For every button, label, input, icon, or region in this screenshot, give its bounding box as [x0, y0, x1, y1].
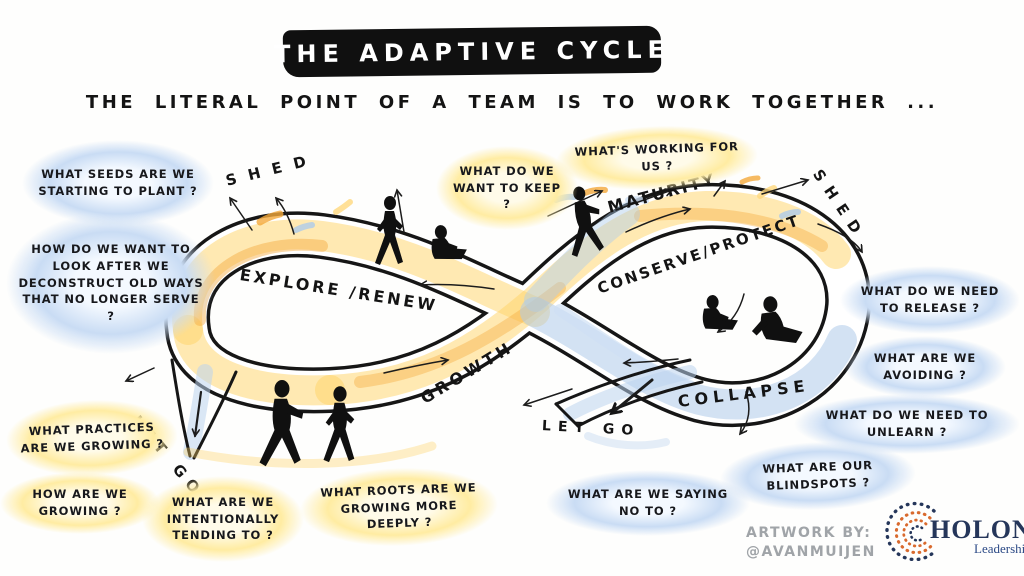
- logo-tagline: Leadership: [974, 541, 1024, 556]
- holon-dotted-arc-icon: [885, 501, 938, 562]
- logo-brand: HOLON: [930, 515, 1024, 544]
- question-text: WHAT DO WE WANT TO KEEP ?: [452, 163, 562, 212]
- question-bubble-release: WHAT DO WE NEED TO RELEASE ?: [840, 266, 1020, 334]
- question-text: WHAT ARE WE SAYING NO TO ?: [567, 487, 729, 518]
- figure-sitting-top-center: [429, 222, 468, 263]
- question-text: WHAT'S WORKING FOR US ?: [574, 139, 740, 174]
- question-bubble-avoiding: WHAT ARE WE AVOIDING ?: [844, 336, 1006, 398]
- subtitle: THE LITERAL POINT OF A TEAM IS TO WORK T…: [85, 92, 939, 113]
- question-bubble-keep: WHAT DO WE WANT TO KEEP ?: [436, 146, 578, 230]
- question-bubble-how-growing: HOW ARE WE GROWING ?: [0, 472, 160, 534]
- question-bubble-seeds: WHAT SEEDS ARE WE STARTING TO PLANT ?: [22, 140, 214, 226]
- holon-leadership-logo: HOLON Leadership: [882, 498, 1024, 568]
- question-text: WHAT DO WE NEED TO RELEASE ?: [860, 284, 1000, 315]
- question-text: WHAT ARE WE AVOIDING ?: [873, 351, 977, 382]
- artwork-credit: ARTWORK BY: @AVANMUIJEN: [746, 524, 876, 562]
- page-title: THE ADAPTIVE CYCLE: [273, 35, 671, 68]
- question-text: WHAT DO WE NEED TO UNLEARN ?: [825, 408, 989, 439]
- question-text: WHAT ROOTS ARE WE GROWING MORE DEEPLY ?: [320, 480, 477, 532]
- flow-arrows: [126, 180, 862, 436]
- question-text: WHAT PRACTICES ARE WE GROWING ?: [20, 420, 165, 456]
- title-banner: THE ADAPTIVE CYCLE: [274, 25, 670, 78]
- question-bubble-intentionally: WHAT ARE WE INTENTIONALLY TENDING TO ?: [142, 476, 304, 562]
- question-text: WHAT SEEDS ARE WE STARTING TO PLANT ?: [38, 167, 198, 198]
- credit-label: ARTWORK BY:: [746, 525, 872, 541]
- question-text: WHAT ARE OUR BLINDSPOTS ?: [762, 458, 874, 493]
- question-text: HOW ARE WE GROWING ?: [32, 487, 128, 518]
- question-bubble-saying-no: WHAT ARE WE SAYING NO TO ?: [546, 470, 750, 536]
- figure-sliding-collapse: [747, 292, 804, 349]
- let-go-ramp-center: [554, 358, 704, 428]
- question-text: WHAT ARE WE INTENTIONALLY TENDING TO ?: [166, 494, 280, 543]
- figure-sitting-collapse: [701, 293, 739, 332]
- credit-handle: @AVANMUIJEN: [746, 543, 876, 560]
- question-text: HOW DO WE WANT TO LOOK AFTER WE DECONSTR…: [18, 242, 204, 323]
- question-bubble-deconstruct: HOW DO WE WANT TO LOOK AFTER WE DECONSTR…: [6, 212, 216, 354]
